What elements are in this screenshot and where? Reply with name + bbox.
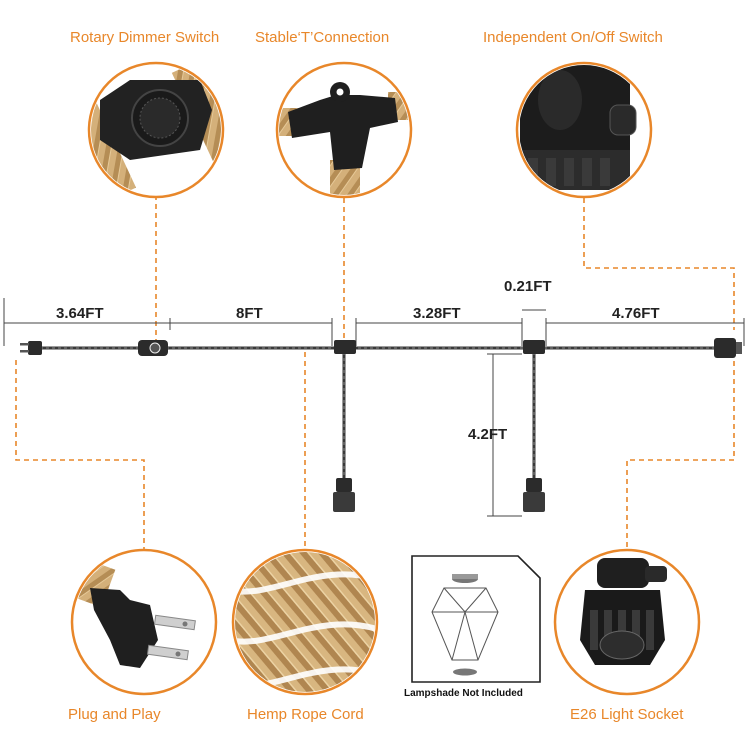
small-dimmer xyxy=(138,340,168,356)
leader-plug xyxy=(15,360,145,552)
lampshade-illustration xyxy=(411,555,541,683)
dimmer-photo xyxy=(87,61,225,199)
small-hanging-sockets xyxy=(333,478,545,512)
lampshade-note: Lampshade Not Included xyxy=(404,688,523,699)
leader-onoff xyxy=(583,198,735,330)
leader-socket xyxy=(626,352,735,552)
leader-lines xyxy=(15,195,735,552)
small-end-socket xyxy=(714,338,742,358)
dimension-seg2: 8FT xyxy=(236,305,263,322)
main-cord xyxy=(40,346,714,478)
small-plug xyxy=(20,341,42,355)
dimension-drop: 4.2FT xyxy=(468,426,508,443)
callout-plug: Plug and Play xyxy=(68,706,161,723)
hemp-rope-photo xyxy=(231,548,379,696)
callout-hemp: Hemp Rope Cord xyxy=(247,706,364,723)
dimension-seg1: 3.64FT xyxy=(56,305,104,322)
dimension-lines xyxy=(3,298,745,517)
small-t-connectors xyxy=(334,340,545,354)
callout-socket: E26 Light Socket xyxy=(570,706,684,723)
t-connection-photo xyxy=(275,61,413,199)
dimension-gap: 0.21FT xyxy=(504,278,552,295)
callout-t-connection: Stable‘T’Connection xyxy=(255,29,390,46)
callout-dimmer: Rotary Dimmer Switch xyxy=(70,29,220,46)
callout-onoff: Independent On/Off Switch xyxy=(483,29,663,46)
dimension-seg3: 3.28FT xyxy=(413,305,461,322)
plug-photo xyxy=(70,548,218,696)
dimension-seg4: 4.76FT xyxy=(612,305,660,322)
onoff-photo xyxy=(515,61,653,199)
socket-photo xyxy=(553,548,701,696)
